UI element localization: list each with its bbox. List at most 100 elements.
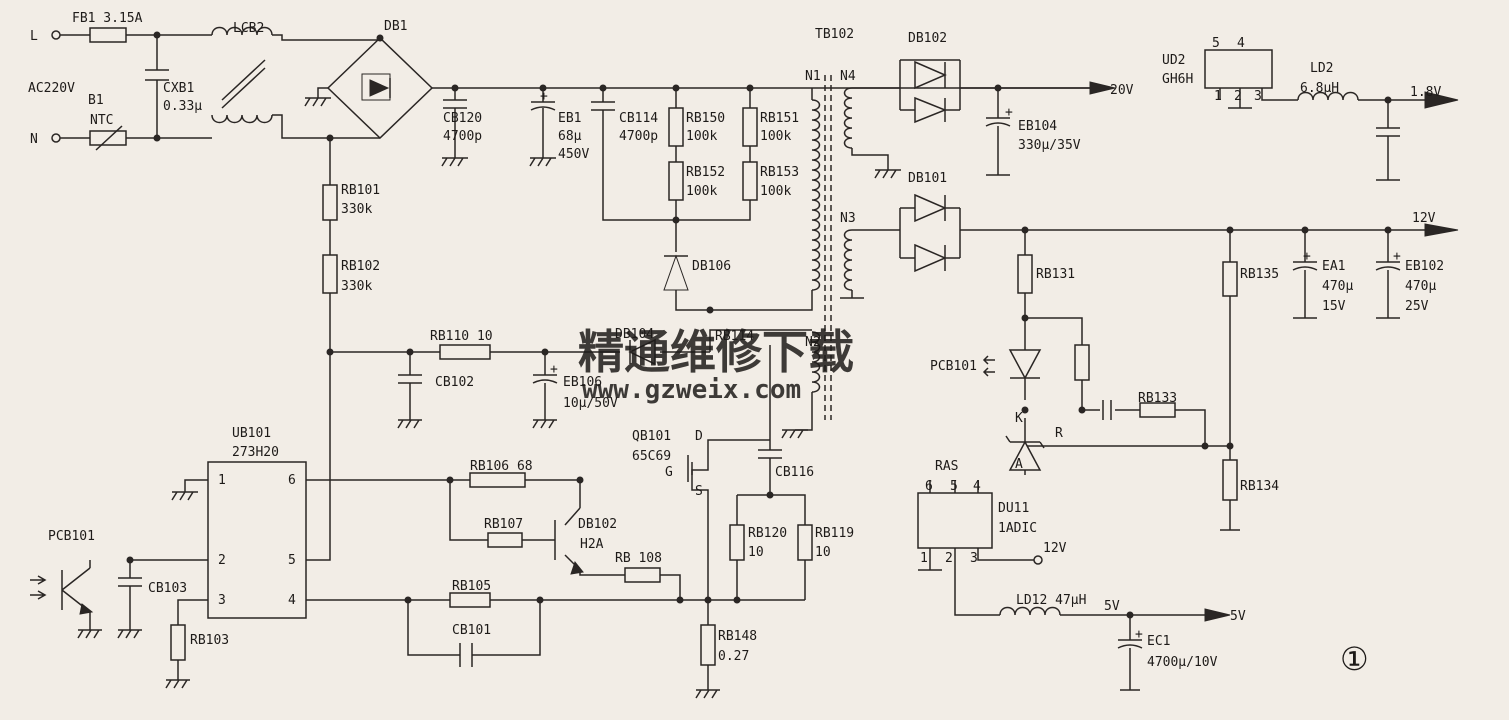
label-5V-node: 5V	[1104, 599, 1120, 614]
resistor-RB106	[469, 472, 526, 488]
label-DB102-top: DB102	[908, 31, 947, 46]
output-arrow-12v	[1424, 223, 1459, 237]
components	[30, 27, 1238, 666]
resistor-RB153	[742, 161, 758, 201]
label-EC1v: 4700μ/10V	[1147, 655, 1218, 670]
label-N1: N1	[805, 69, 821, 84]
label-RB120v: 10	[748, 545, 764, 560]
label-LCB2: LCB2	[233, 21, 264, 36]
label-EB106: EB106	[563, 375, 602, 390]
label-CB120v: 4700p	[443, 129, 482, 144]
resistor-RB148	[700, 624, 716, 666]
label-G: G	[665, 465, 673, 480]
label-RB105: RB105	[452, 579, 491, 594]
label-EA1: EA1	[1322, 259, 1345, 274]
label-DU11-pin6: 6	[925, 479, 933, 494]
label-DU11-pin2: 2	[945, 551, 953, 566]
label-CB102: CB102	[435, 375, 474, 390]
label-UB101-pin5: 5	[288, 553, 296, 568]
label-EB102v2: 25V	[1405, 299, 1429, 314]
label-UB101-pin3: 3	[218, 593, 226, 608]
label-PCB101-left: PCB101	[48, 529, 95, 544]
label-UB101-pin2: 2	[218, 553, 226, 568]
label-RB102: RB102	[341, 259, 380, 274]
label-EA1-plus: +	[1303, 249, 1311, 264]
label-RB119v: 10	[815, 545, 831, 560]
resistor-RB119	[797, 524, 813, 561]
label-UB101: UB101	[232, 426, 271, 441]
label-NTC: NTC	[90, 113, 113, 128]
junctions	[126, 31, 1392, 619]
resistor-RB103	[170, 624, 186, 661]
label-20V: 20V	[1110, 83, 1134, 98]
tl431-regulator	[1008, 440, 1042, 471]
resistor-RB120	[729, 524, 745, 561]
resistor-pcb101-out	[1074, 344, 1090, 381]
label-1V8: 1.8V	[1410, 85, 1441, 100]
label-RB152v: 100k	[686, 184, 717, 199]
label-RB148v: 0.27	[718, 649, 749, 664]
label-UD2: UD2	[1162, 53, 1185, 68]
label-AC: AC220V	[28, 81, 75, 96]
output-arrow-1v8	[1424, 91, 1459, 109]
label-RB151v: 100k	[760, 129, 791, 144]
resistor-RB105	[449, 592, 491, 608]
label-EC1: EC1	[1147, 634, 1170, 649]
bridge-diode-icon	[369, 79, 390, 97]
label-N4: N4	[840, 69, 856, 84]
label-UD2-pin5: 5	[1212, 36, 1220, 51]
label-RB148: RB148	[718, 629, 757, 644]
terminal-12v	[1033, 555, 1043, 565]
label-CB114v: 4700p	[619, 129, 658, 144]
label-QB101v: 65C69	[632, 449, 671, 464]
label-RB101v: 330k	[341, 202, 372, 217]
diode-DB106	[663, 254, 689, 291]
label-EB102v1: 470μ	[1405, 279, 1436, 294]
label-DU11: DU11	[998, 501, 1029, 516]
label-EB1-plus: +	[540, 89, 548, 104]
label-EB1v1: 68μ	[558, 129, 582, 144]
label-UB101-pin4: 4	[288, 593, 296, 608]
label-DU11-pin1: 1	[920, 551, 928, 566]
label-RB151: RB151	[760, 111, 799, 126]
resistor-RB135	[1222, 261, 1238, 297]
label-QB101: QB101	[632, 429, 671, 444]
label-EA1v2: 15V	[1322, 299, 1346, 314]
resistor-RB101	[322, 184, 338, 221]
label-12V-terminal: 12V	[1043, 541, 1067, 556]
watermark-cn: 精通维修下载	[578, 325, 854, 379]
label-CB103: CB103	[148, 581, 187, 596]
label-CB116: CB116	[775, 465, 814, 480]
terminal-N	[51, 133, 61, 143]
figure-number: ①	[1340, 640, 1369, 678]
label-RB102v: 330k	[341, 279, 372, 294]
resistor-RB107	[487, 532, 523, 548]
label-EB106v: 10μ/50V	[563, 396, 618, 411]
label-EB102: EB102	[1405, 259, 1444, 274]
label-CXB1: CXB1	[163, 81, 194, 96]
label-EB1: EB1	[558, 111, 581, 126]
label-EC1-plus: +	[1135, 627, 1143, 642]
label-RB150v: 100k	[686, 129, 717, 144]
label-N: N	[30, 132, 38, 147]
label-DU11-pin4: 4	[973, 479, 981, 494]
label-RB153v: 100k	[760, 184, 791, 199]
label-LD2: LD2	[1310, 61, 1333, 76]
output-arrow-5v	[1204, 608, 1231, 622]
resistor-RB131	[1017, 254, 1033, 294]
output-arrow-20v	[1089, 81, 1116, 95]
label-RB101: RB101	[341, 183, 380, 198]
resistor-RB108	[624, 567, 661, 583]
label-CB120: CB120	[443, 111, 482, 126]
label-N2: N2	[805, 335, 821, 350]
label-DB101: DB101	[908, 171, 947, 186]
fuse-FB1	[89, 27, 127, 43]
arrows-and-grounds	[77, 81, 1459, 699]
resistor-RB152	[668, 161, 684, 201]
label-DB102-bottom: DB102	[578, 517, 617, 532]
label-RB114: RB114	[715, 329, 754, 344]
label-L: L	[30, 29, 38, 44]
label-EB104-plus: +	[1005, 105, 1013, 120]
label-RB120: RB120	[748, 526, 787, 541]
